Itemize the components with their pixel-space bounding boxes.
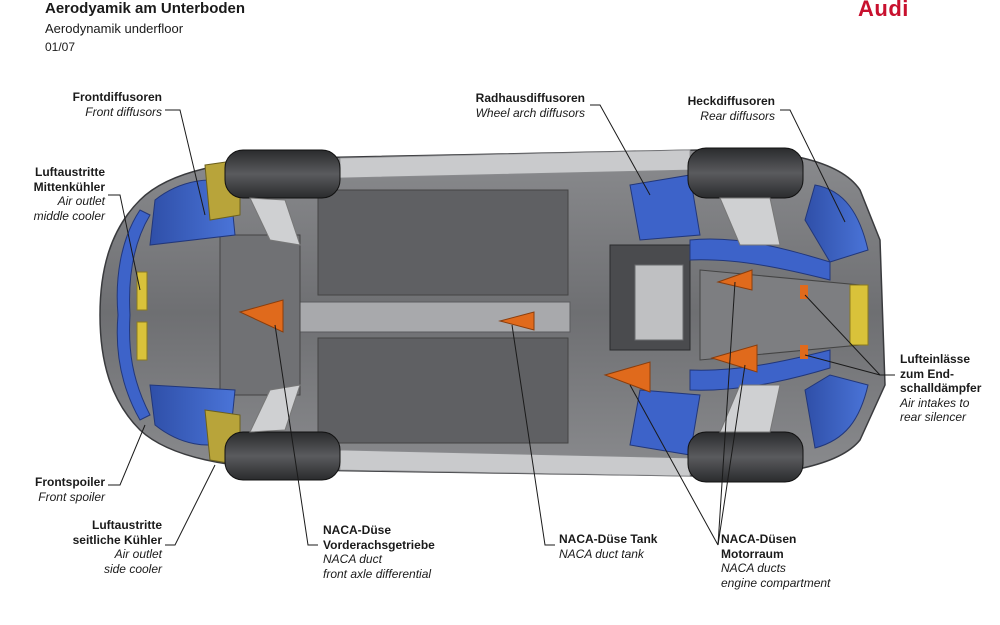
callout-wheel-arch-diffusors: Radhausdiffusoren Wheel arch diffusors [475,91,585,120]
rear-suspension-top [719,197,781,246]
front-spoiler-lip [116,209,151,421]
naca-duct-engine-1 [603,361,651,393]
leader-middle-cooler [108,194,141,291]
rear-tire-top [687,147,804,199]
naca-duct-tank [498,311,535,331]
front-suspension-bottom [249,384,301,433]
audi-logo: Audi [858,0,909,21]
rear-suspension-bottom [719,384,781,433]
leader-wheel-arch [590,104,651,196]
silencer-intake-2 [800,345,808,359]
callout-front-diffusors: Frontdiffusoren Front diffusors [72,90,162,119]
leader-side-cooler [165,464,216,546]
page-subtitle: Aerodynamik underfloor [45,21,184,36]
engine-block [634,264,684,341]
floor-panel-lower [317,337,569,444]
callout-naca-engine: NACA-Düsen Motorraum NACA ducts engine c… [721,532,831,590]
leader-naca-front [274,324,318,546]
leader-naca-engine-3 [717,364,746,546]
leader-silencer-2 [804,354,881,376]
front-suspension-top [249,197,301,246]
page-title: Aerodyamik am Unterboden [45,0,246,17]
callout-naca-tank: NACA-Düse Tank NACA duct tank [559,532,658,561]
callout-front-spoiler: Frontspoiler Front spoiler [34,475,105,504]
front-tire-bottom [224,431,341,481]
silencer-intake-1 [800,285,808,299]
naca-duct-front-axle [238,299,284,333]
callout-middle-cooler: Luftaustritte Mittenkühler Air outlet mi… [33,165,105,223]
rear-tire-bottom [687,431,804,483]
middle-cooler-outlet-upper [136,271,148,311]
leader-naca-engine-2 [717,281,736,546]
naca-duct-engine-3 [710,344,758,373]
callout-naca-front-axle: NACA-Düse Vorderachsgetriebe NACA duct f… [323,523,435,581]
rear-channel-bottom [689,349,831,391]
callout-rear-diffusors: Heckdiffusoren Rear diffusors [687,94,775,123]
rear-diffusor-bottom [804,374,869,449]
rear-diffusor-top [804,184,869,263]
leader-front-diffusors [165,109,206,216]
leader-naca-engine-1 [629,384,719,546]
rear-silencer-grille [849,284,869,346]
middle-cooler-outlet-lower [136,321,148,361]
page-number: 01/07 [45,40,76,54]
callout-side-cooler: Luftaustritte seitliche Kühler Air outle… [72,518,162,576]
leader-front-spoiler [108,424,146,486]
front-tire-top [224,149,341,199]
leader-rear-diffusors [780,109,846,223]
floor-panel-upper [317,189,569,296]
leader-naca-tank [511,324,555,546]
callout-rear-silencer: Lufteinlässe zum End- schalldämpfer Air … [900,352,982,424]
